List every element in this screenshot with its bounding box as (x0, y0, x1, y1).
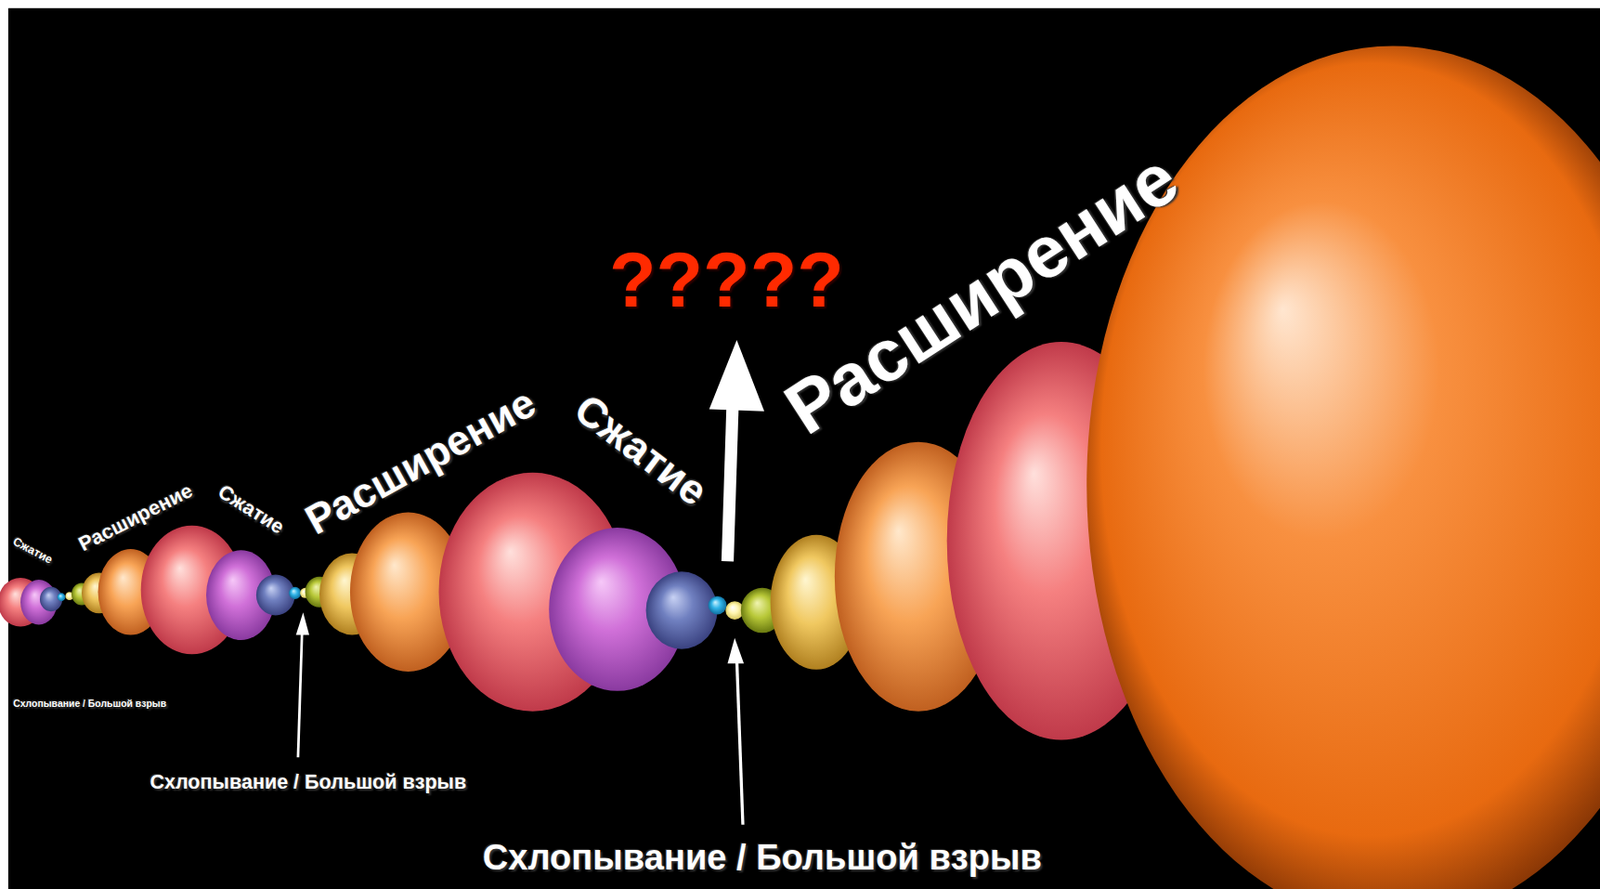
phase-label: Расширение (75, 480, 196, 555)
event-label: Схлопывание / Большой взрыв (149, 771, 467, 793)
phase-label: Сжатие (567, 387, 716, 513)
event-label: Схлопывание / Большой взрыв (13, 699, 167, 709)
event-label: Схлопывание / Большой взрыв (482, 839, 1042, 875)
spheres (0, 45, 1600, 889)
phase-label: Расширение (299, 381, 543, 542)
arrows (296, 339, 765, 825)
phase-label: Сжатие (214, 481, 287, 538)
question-marks: ????? (609, 242, 845, 320)
phase-label: Сжатие (11, 535, 55, 567)
